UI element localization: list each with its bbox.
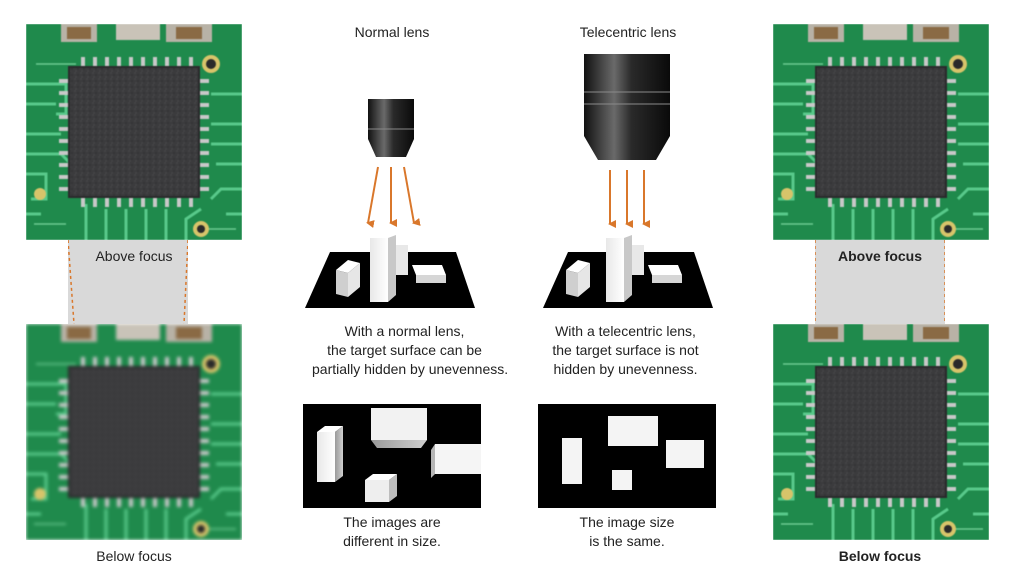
below-focus-label-right: Below focus [838, 548, 922, 564]
focus-band-right [814, 240, 946, 324]
uneven-target-scene-telecentric [543, 231, 713, 308]
uneven-target-scene [305, 231, 475, 308]
normal-lens-image-result [303, 404, 481, 508]
telecentric-lens-diagram [538, 52, 723, 315]
diverging-arrows [366, 166, 421, 228]
parallel-arrows [608, 170, 650, 228]
telecentric-lens-image-result [538, 404, 716, 508]
normal-lens-icon [368, 99, 414, 157]
pcb-photo-above-focus-left [26, 24, 242, 240]
telecentric-lens-caption: With a telecentric lens, the target surf… [552, 323, 699, 377]
below-focus-label-left: Below focus [96, 548, 172, 564]
pcb-photo-above-focus-right [773, 24, 989, 240]
normal-lens-image-caption: The images are different in size. [343, 514, 441, 549]
above-focus-label-right: Above focus [837, 248, 922, 264]
telecentric-lens-icon [584, 54, 670, 160]
normal-lens-diagram [300, 95, 485, 315]
telecentric-lens-title: Telecentric lens [579, 24, 677, 40]
normal-lens-caption: With a normal lens, the target surface c… [312, 323, 509, 377]
telecentric-lens-image-caption: The image size is the same. [579, 514, 675, 549]
above-focus-label-left: Above focus [95, 248, 173, 264]
pcb-photo-below-focus-right [773, 324, 989, 540]
normal-lens-title: Normal lens [354, 24, 430, 40]
focus-band-left [67, 239, 189, 325]
pcb-photo-below-focus-left [26, 324, 242, 540]
